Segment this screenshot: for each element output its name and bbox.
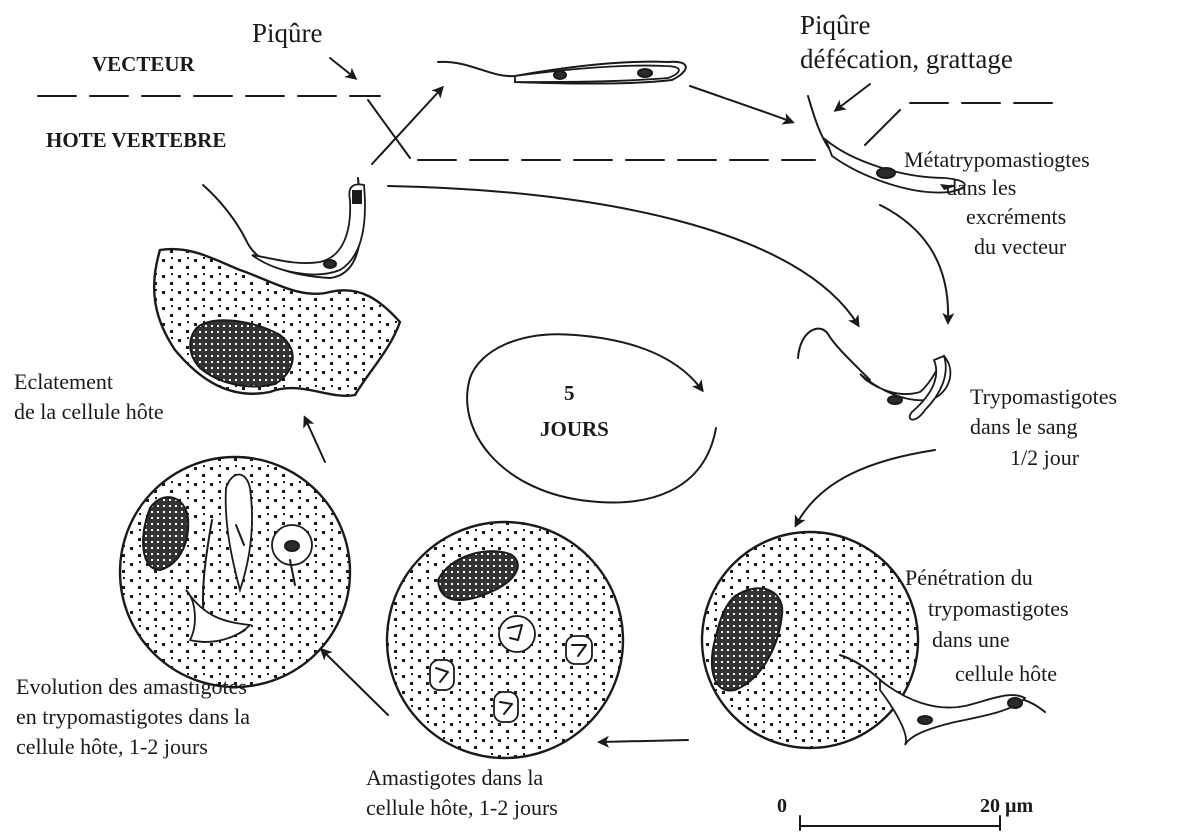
amastigote [430, 660, 454, 690]
ama-label-1: Amastigotes dans la [366, 765, 543, 790]
meta-label-1: Métatrypomastiogtes [904, 147, 1090, 172]
meta-label-4: du vecteur [974, 234, 1067, 259]
evolution-host-cell [120, 457, 350, 687]
blood-trypomastigote [798, 329, 950, 420]
scale-max: 20 µm [980, 795, 1034, 817]
amastigote [499, 616, 535, 652]
arrow-meta-to-blood [880, 205, 948, 322]
scale-bar: 0 20 µm [777, 795, 1034, 830]
ama-label-2: cellule hôte, 1-2 jours [366, 795, 558, 820]
meta-label-2: dans les [946, 175, 1016, 200]
arrow-amastigote-evolution [322, 650, 388, 715]
arrow-blood-to-cell [796, 450, 935, 525]
evo-label-1: Evolution des amastigotes [16, 674, 247, 699]
burst-label-1: Eclatement [14, 369, 113, 394]
trypo-label-2: dans le sang [970, 414, 1078, 439]
pen-label-1: Pénétration du [905, 565, 1033, 590]
bite-arrow [330, 58, 355, 78]
arrow-evolution-to-burst [305, 418, 325, 462]
evo-label-3: cellule hôte, 1-2 jours [16, 734, 208, 759]
five-day-cycle: 5 JOURS [467, 334, 716, 502]
vector-trypomastigote [438, 62, 686, 84]
amastigote [566, 636, 592, 664]
host-zone-label: HOTE VERTEBRE [46, 128, 226, 152]
bite-label: Piqûre [252, 18, 323, 48]
cycle-days-unit: JOURS [540, 417, 609, 441]
bite-defecation-label: Piqûre [800, 10, 871, 40]
arrow-vector-development [690, 86, 792, 122]
meta-label-3: excréments [966, 204, 1066, 229]
evo-label-2: en trypomastigotes dans la [16, 704, 250, 729]
cycle-days-number: 5 [564, 381, 575, 405]
trypo-label-3: 1/2 jour [1010, 445, 1080, 470]
arrow-pen-to-amastigotes [600, 740, 688, 742]
bite-defecation-arrow [836, 84, 870, 110]
burst-label-2: de la cellule hôte [14, 399, 164, 424]
arrow-release-to-blood [388, 186, 858, 325]
bursting-host-cell [154, 178, 400, 396]
scale-zero: 0 [777, 795, 787, 817]
trypo-label-1: Trypomastigotes [970, 384, 1117, 409]
pen-label-3: dans une [932, 627, 1010, 652]
pen-label-2: trypomastigotes [928, 596, 1069, 621]
pen-label-4: cellule hôte [955, 661, 1057, 686]
defecation-scratching-label: défécation, grattage [800, 44, 1013, 74]
vector-zone-label: VECTEUR [92, 52, 196, 76]
amastigote-host-cell [387, 522, 623, 758]
amastigote [494, 692, 518, 722]
metatrypomastigote [808, 96, 965, 193]
